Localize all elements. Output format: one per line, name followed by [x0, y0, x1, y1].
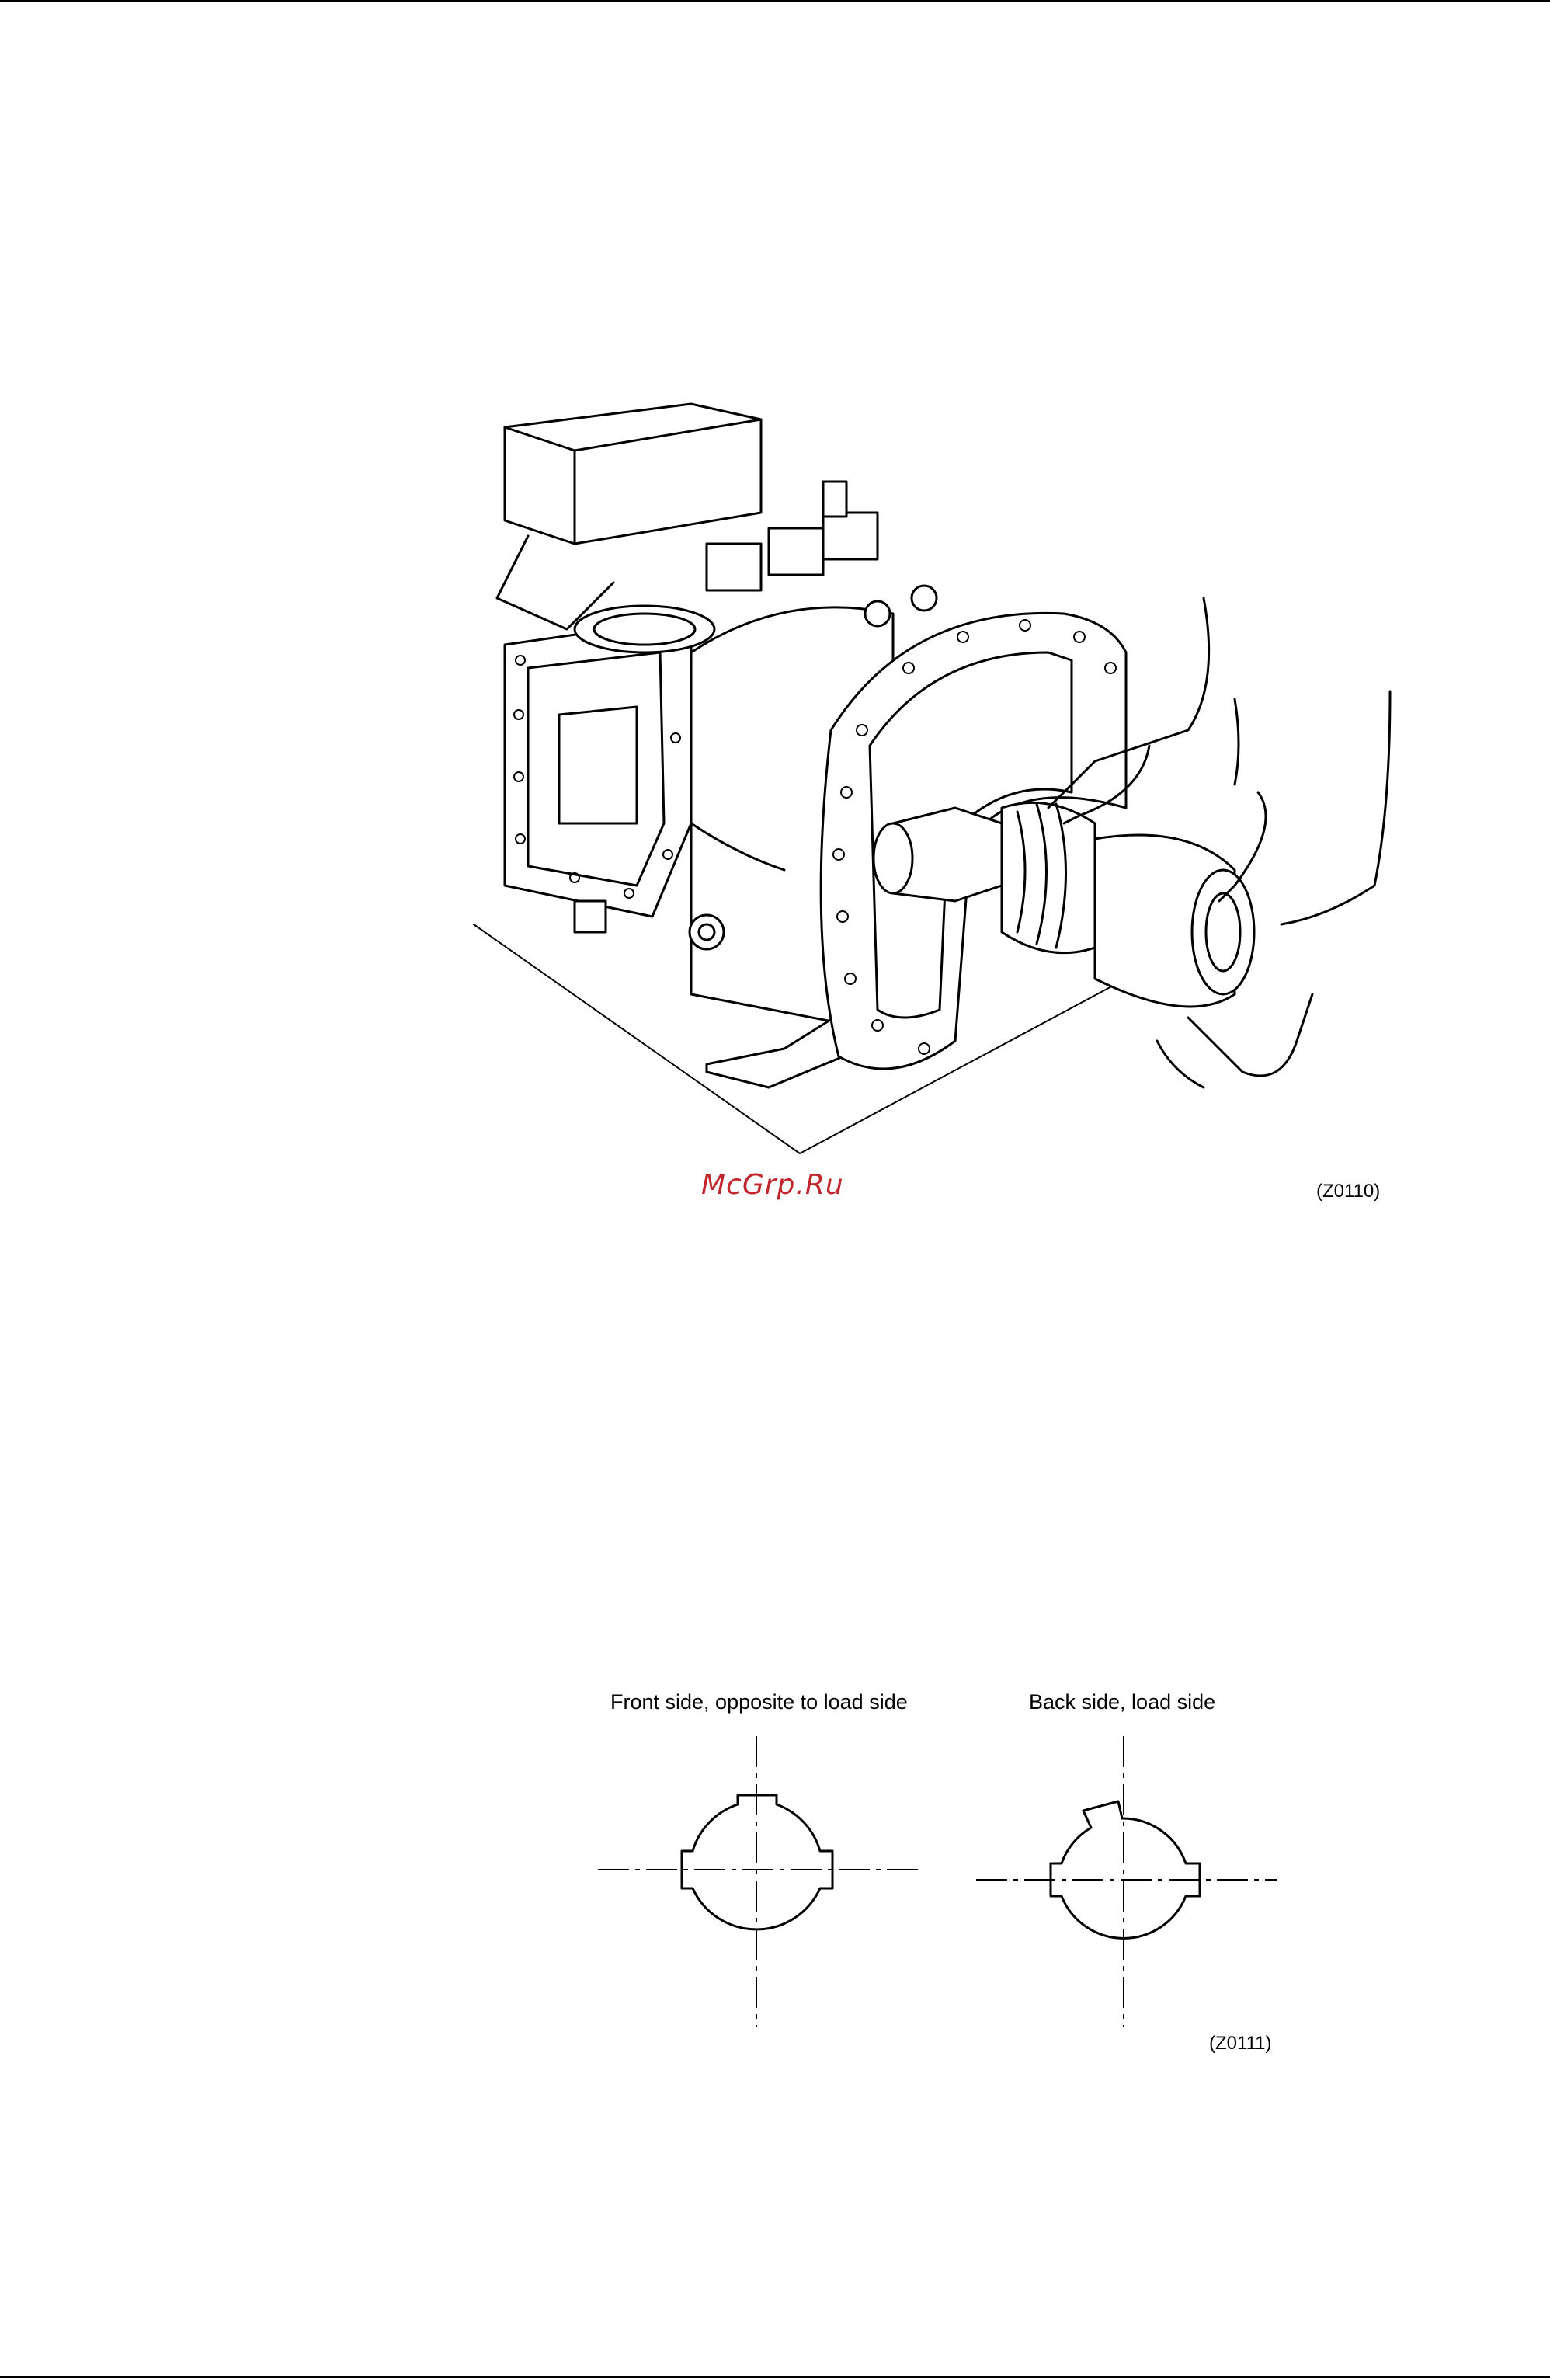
- front-side-shaft-section: [590, 1736, 932, 2031]
- bottom-rule: [0, 2376, 1550, 2378]
- watermark: McGrp.Ru: [701, 1169, 844, 1201]
- back-side-shaft-section: [975, 1736, 1285, 2031]
- caption-back-side: Back side, load side: [1029, 1690, 1215, 1714]
- figure-code-z0111: (Z0111): [1209, 2033, 1271, 2055]
- rotor-removal-illustration: [458, 388, 1413, 1165]
- figure-code-z0110: (Z0110): [1316, 1181, 1380, 1202]
- top-rule: [0, 0, 1550, 2]
- caption-front-side: Front side, opposite to load side: [610, 1690, 908, 1714]
